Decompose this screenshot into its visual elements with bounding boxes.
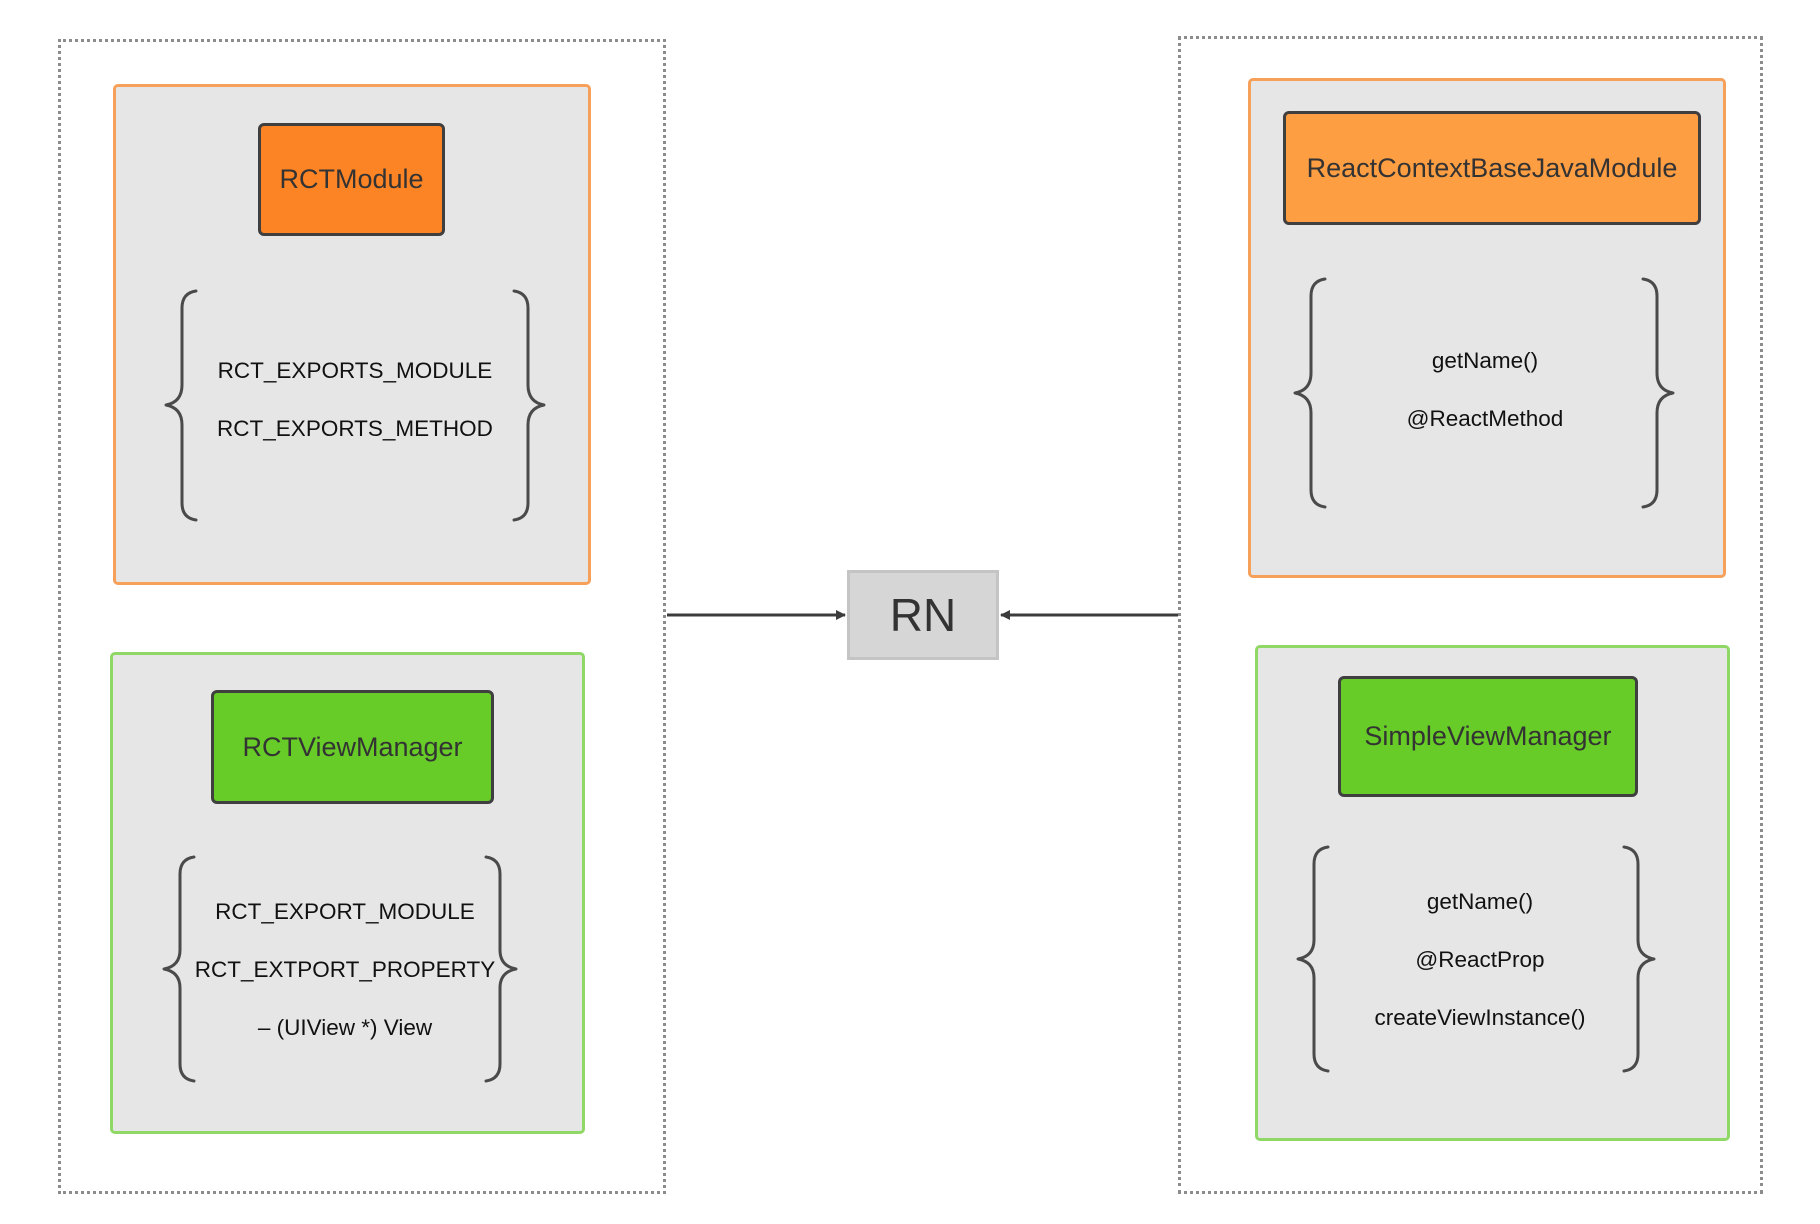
left-view-manager-title: RCTViewManager: [211, 690, 494, 804]
right-group-container: [1178, 36, 1763, 1194]
right-module-title: ReactContextBaseJavaModule: [1283, 111, 1701, 225]
right-view-manager-lines: getName() @ReactProp createViewInstance(…: [1315, 860, 1645, 1060]
right-module-line-1: getName(): [1431, 348, 1539, 373]
right-view-manager-line-1: getName(): [1426, 889, 1534, 914]
right-module-open-brace: [1293, 277, 1327, 509]
left-module-title: RCTModule: [258, 123, 445, 236]
right-view-manager-close-brace: [1622, 845, 1656, 1073]
left-view-manager-line-2: RCT_EXTPORT_PROPERTY: [194, 957, 496, 982]
left-view-manager-lines: RCT_EXPORT_MODULE RCT_EXTPORT_PROPERTY –…: [180, 870, 510, 1070]
right-module-lines: getName() @ReactMethod: [1320, 290, 1650, 490]
right-module-line-2: @ReactMethod: [1406, 406, 1564, 431]
right-view-manager-line-2: @ReactProp: [1415, 947, 1545, 972]
left-module-line-2: RCT_EXPORTS_METHOD: [217, 416, 493, 441]
left-module-close-brace: [512, 289, 546, 522]
left-group-container: [58, 39, 666, 1194]
left-module-line-1: RCT_EXPORTS_MODULE: [217, 358, 493, 383]
left-view-manager-line-1: RCT_EXPORT_MODULE: [215, 899, 475, 924]
right-module-close-brace: [1641, 277, 1675, 509]
left-view-manager-close-brace: [484, 855, 518, 1083]
rn-node: RN: [847, 570, 999, 660]
left-view-manager-open-brace: [162, 855, 196, 1083]
left-module-lines: RCT_EXPORTS_MODULE RCT_EXPORTS_METHOD: [190, 300, 520, 500]
right-view-manager-title: SimpleViewManager: [1338, 676, 1638, 797]
left-view-manager-line-3: – (UIView *) View: [257, 1015, 433, 1040]
left-module-open-brace: [164, 289, 198, 522]
right-view-manager-line-3: createViewInstance(): [1374, 1005, 1586, 1030]
right-view-manager-open-brace: [1296, 845, 1330, 1073]
